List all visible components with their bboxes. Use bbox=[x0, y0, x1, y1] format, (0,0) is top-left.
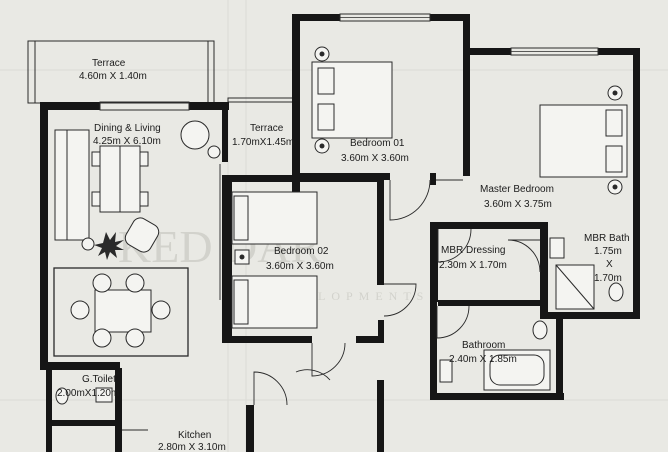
terrace-left-size: 4.60m X 1.40m bbox=[79, 71, 147, 82]
bathroom-name: Bathroom bbox=[462, 340, 505, 351]
dining-set bbox=[53, 267, 189, 357]
dining-living-size: 4.25m X 6.10m bbox=[93, 136, 161, 147]
dining-living-name: Dining & Living bbox=[94, 123, 161, 134]
bathroom-size: 2.40m X 1.85m bbox=[449, 354, 517, 365]
mbr-bath-fixtures bbox=[549, 237, 624, 310]
kitchen-name: Kitchen bbox=[178, 430, 211, 441]
master-bedroom-name: Master Bedroom bbox=[480, 184, 554, 195]
kitchen-size: 2.80m X 3.10m bbox=[158, 442, 226, 452]
g-toilet-fixtures bbox=[55, 387, 113, 405]
bedroom-02-name: Bedroom 02 bbox=[274, 246, 329, 257]
terrace-mid-name: Terrace bbox=[250, 123, 284, 134]
walls bbox=[40, 14, 640, 452]
windows bbox=[99, 13, 599, 111]
mbr-dressing-name: MBR Dressing bbox=[441, 245, 505, 256]
room-labels: Terrace 4.60m X 1.40m Dining & Living 4.… bbox=[57, 58, 630, 452]
mbr-dressing-size: 2.30m X 1.70m bbox=[439, 260, 507, 271]
g-toilet-name: G.Toilet bbox=[82, 374, 116, 385]
terrace-mid-size: 1.70mX1.45m bbox=[232, 137, 294, 148]
mbr-bath-name: MBR Bath bbox=[584, 233, 630, 244]
mbr-bath-size-x: X bbox=[606, 259, 613, 270]
bedroom-02-size: 3.60m X 3.60m bbox=[266, 261, 334, 272]
bathroom-fixtures bbox=[439, 320, 551, 391]
master-bedroom-size: 3.60m X 3.75m bbox=[484, 199, 552, 210]
doors bbox=[122, 164, 541, 431]
living-furniture bbox=[54, 120, 221, 260]
terrace-left-name: Terrace bbox=[92, 58, 126, 69]
mbr-bath-size-b: 1.70m bbox=[594, 273, 622, 284]
mbr-bath-size-a: 1.75m bbox=[594, 246, 622, 257]
g-toilet-size: 2.00mX1.20m bbox=[57, 388, 119, 399]
bedroom-01-bed bbox=[311, 46, 393, 154]
bedroom-02-beds bbox=[231, 191, 318, 329]
master-bed bbox=[539, 85, 628, 195]
bedroom-01-size: 3.60m X 3.60m bbox=[341, 153, 409, 164]
bedroom-01-name: Bedroom 01 bbox=[350, 138, 405, 149]
